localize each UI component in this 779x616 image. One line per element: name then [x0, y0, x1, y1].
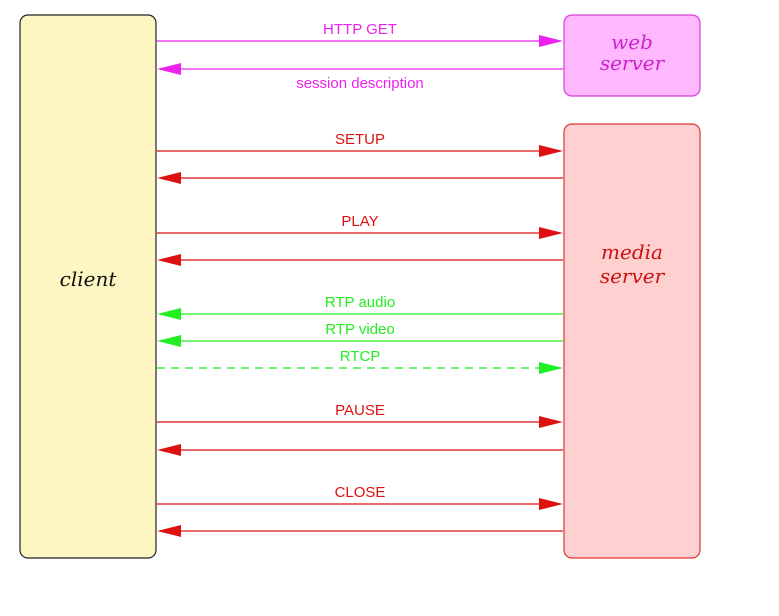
message-rtp-video: RTP video — [157, 321, 563, 347]
message-label: PAUSE — [335, 402, 385, 419]
client-box — [19, 14, 157, 559]
message-rtp-audio: RTP audio — [157, 294, 563, 320]
message-setup: SETUP — [157, 131, 563, 157]
message-http-get: HTTP GET — [157, 21, 563, 47]
message-label: RTP audio — [325, 294, 395, 311]
arrowhead-right-icon — [539, 362, 563, 374]
message-play: PLAY — [157, 213, 563, 239]
arrowhead-right-icon — [539, 35, 563, 47]
message-label: PLAY — [341, 213, 378, 230]
message-setup-reply — [157, 172, 563, 184]
web-server-box — [563, 14, 701, 97]
web-server-label-line1: web — [611, 30, 653, 54]
message-label: SETUP — [335, 131, 385, 148]
arrowhead-right-icon — [539, 498, 563, 510]
message-close-reply — [157, 525, 563, 537]
message-rtcp: RTCP — [157, 348, 563, 374]
message-label: RTP video — [325, 321, 395, 338]
arrowhead-left-icon — [157, 254, 181, 266]
message-pause-reply — [157, 444, 563, 456]
message-label: HTTP GET — [323, 21, 397, 38]
arrowhead-right-icon — [539, 227, 563, 239]
arrowhead-left-icon — [157, 444, 181, 456]
message-pause: PAUSE — [157, 402, 563, 428]
media-server-label-line2: server — [600, 264, 666, 288]
arrowhead-left-icon — [157, 63, 181, 75]
arrowhead-left-icon — [157, 308, 181, 320]
client-label: client — [60, 267, 118, 291]
media-server-label-line1: media — [601, 240, 663, 264]
message-play-reply — [157, 254, 563, 266]
message-close: CLOSE — [157, 484, 563, 510]
arrowhead-right-icon — [539, 416, 563, 428]
message-label: RTCP — [340, 348, 381, 365]
web-server-label-line2: server — [600, 51, 666, 75]
arrowhead-right-icon — [539, 145, 563, 157]
message-label: CLOSE — [335, 484, 386, 501]
arrowhead-left-icon — [157, 335, 181, 347]
arrowhead-left-icon — [157, 172, 181, 184]
arrowhead-left-icon — [157, 525, 181, 537]
media-server-box — [563, 123, 701, 559]
message-session-description: session description — [157, 63, 563, 92]
message-label: session description — [296, 75, 424, 92]
